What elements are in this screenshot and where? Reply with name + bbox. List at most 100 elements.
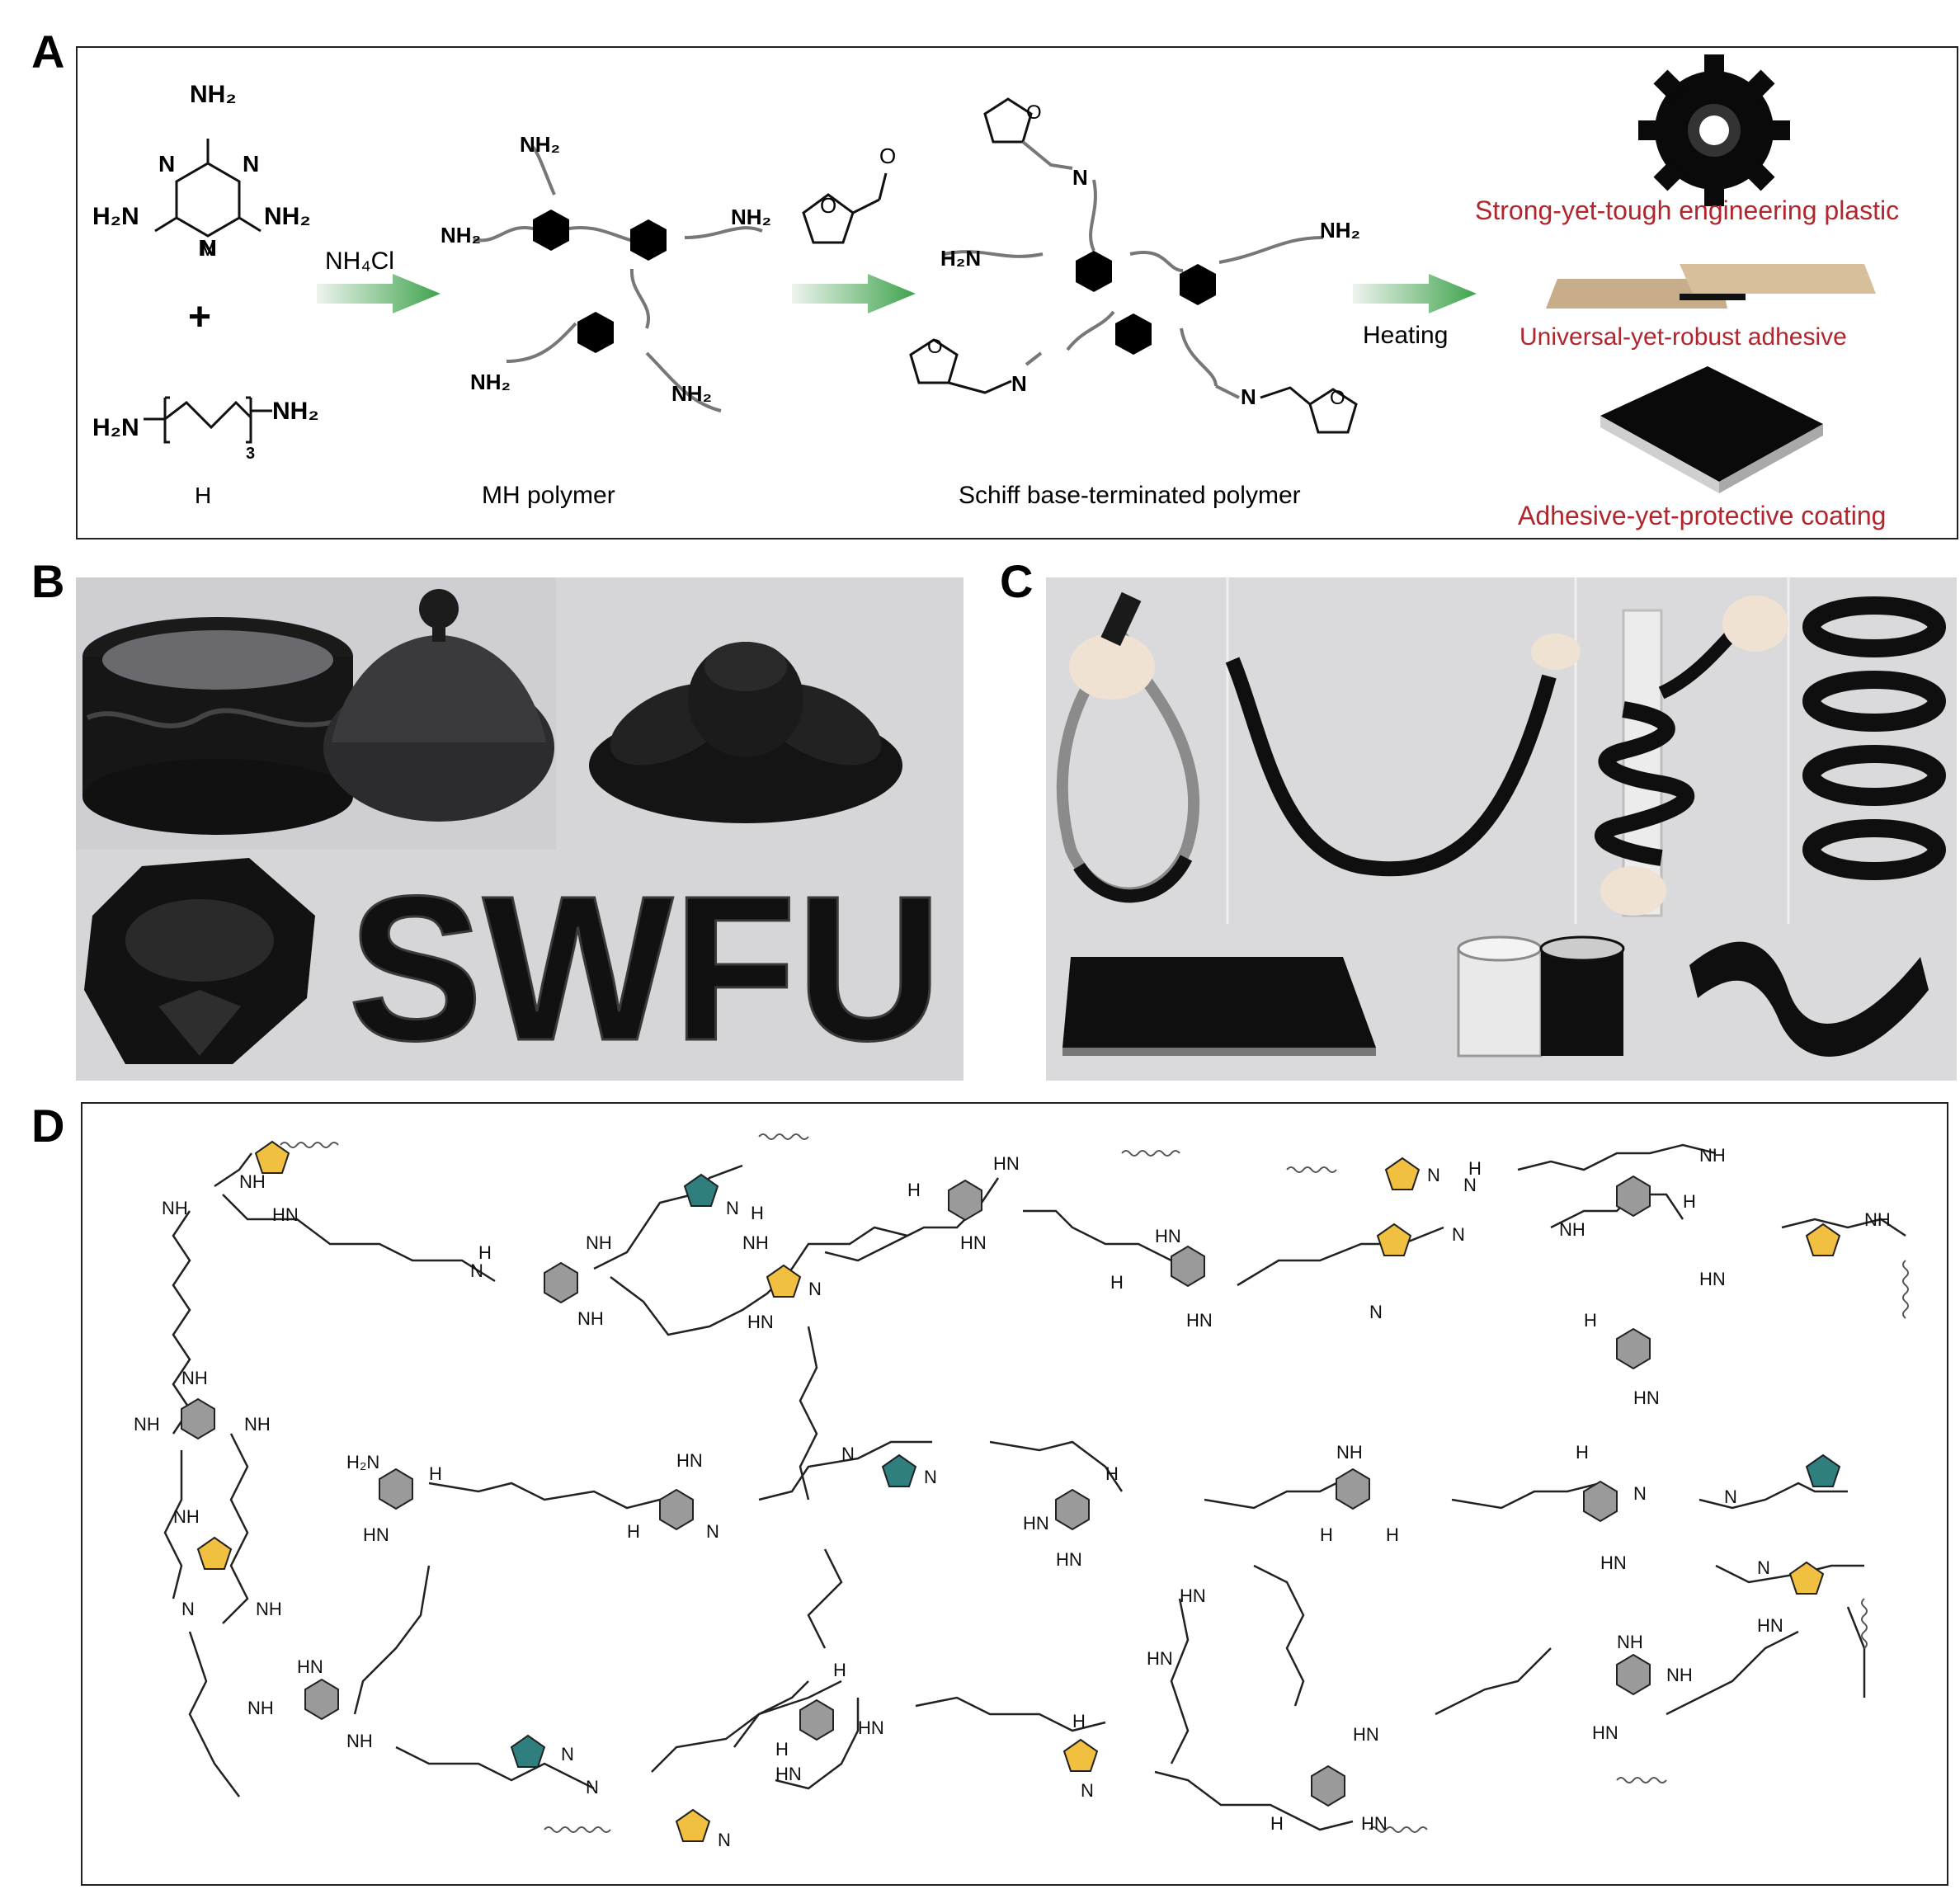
mh-nh2: NH₂ — [671, 381, 712, 406]
h-label: H — [775, 1739, 789, 1760]
h-label: H — [1386, 1524, 1399, 1545]
mh-nh2: NH₂ — [520, 132, 560, 157]
nh-label: NH — [256, 1599, 282, 1619]
h-label: H — [907, 1180, 921, 1200]
n-label: N — [718, 1830, 731, 1850]
network-labels: NH NH HN NH NH NH NH NH N H N NH NH N H … — [134, 1145, 1891, 1850]
h-label: H — [751, 1203, 764, 1223]
cups-with-film — [1457, 935, 1625, 1058]
h-label: H — [478, 1242, 492, 1263]
panel-d-frame: NH NH HN NH NH NH NH NH N H N NH NH N H … — [81, 1102, 1948, 1886]
application-coating: Adhesive-yet-protective coating — [1518, 501, 1886, 530]
h-label: H — [429, 1463, 442, 1484]
lotus-sculpture — [589, 642, 902, 823]
nh-label: NH — [239, 1171, 266, 1192]
schiff-h2n: H₂N — [940, 246, 981, 271]
plus-sign: + — [188, 295, 211, 339]
hn-label: HN — [1186, 1310, 1213, 1331]
panel-b-objects: SWFU — [76, 577, 964, 1081]
hn-label: HN — [1699, 1269, 1726, 1289]
hn-label: HN — [272, 1204, 299, 1225]
spiral-on-tube — [1595, 596, 1788, 917]
flexible-rope — [1225, 657, 1557, 877]
n-label: N — [586, 1777, 599, 1797]
hn-label: HN — [1155, 1226, 1181, 1246]
furfural-structure: O O — [802, 144, 896, 244]
melamine-n: N — [158, 151, 175, 177]
melamine-n: N — [243, 151, 259, 177]
nh-label: NH — [586, 1232, 612, 1253]
wave-sheet — [1689, 941, 1929, 1057]
n-label: N — [1463, 1175, 1477, 1195]
diamine-subscript: 3 — [246, 445, 255, 463]
panel-b-photo: SWFU — [76, 577, 964, 1081]
hn-label: HN — [993, 1153, 1020, 1174]
n-label: N — [1427, 1165, 1440, 1185]
nh-label: NH — [1864, 1209, 1891, 1230]
hn-label: HN — [1056, 1549, 1082, 1570]
hn-label: HN — [858, 1717, 884, 1738]
nh-label: NH — [1617, 1632, 1643, 1652]
step1-reagent: NH₄Cl — [325, 247, 394, 275]
reaction-arrow-2 — [792, 274, 916, 313]
hn-label: HN — [1023, 1513, 1049, 1534]
diamine-structure: H₂N NH₂ 3 H — [92, 396, 319, 508]
h-label: H — [627, 1521, 640, 1542]
diamine-nh2: NH₂ — [272, 398, 319, 425]
schiff-furan-o: O — [1026, 101, 1042, 124]
panel-label-a: A — [31, 26, 65, 78]
chain-ends — [280, 1133, 1909, 1833]
mh-polymer-name: MH polymer — [482, 482, 615, 509]
flexible-loop — [1056, 591, 1200, 903]
panel-label-d: D — [31, 1100, 65, 1152]
schiff-furan-o: O — [1330, 387, 1345, 409]
schiff-furan-o: O — [927, 336, 943, 358]
nh-label: NH — [181, 1368, 208, 1388]
panel-a-scheme: NH₂ N N N H₂N NH₂ M + H₂N NH₂ 3 H NH₄Cl … — [92, 54, 1899, 530]
triazine-rings — [181, 1175, 1651, 1807]
h-label: H — [1584, 1310, 1597, 1331]
n-label: N — [1369, 1302, 1383, 1322]
nh-label: NH — [173, 1506, 200, 1527]
n-label: N — [924, 1467, 937, 1487]
n-label: N — [841, 1444, 855, 1464]
ashtray — [84, 858, 315, 1064]
hn-label: HN — [1147, 1648, 1173, 1669]
black-spring — [1802, 596, 1946, 880]
panel-d-network: NH NH HN NH NH NH NH NH N H N NH NH N H … — [134, 1133, 1909, 1850]
application-plastic: Strong-yet-tough engineering plastic — [1475, 196, 1899, 225]
h-label: H — [1320, 1524, 1333, 1545]
hn-label: HN — [1353, 1724, 1379, 1745]
n-label: N — [808, 1279, 822, 1299]
hn-label: HN — [1633, 1388, 1660, 1408]
furfural-carbonyl-o: O — [879, 144, 896, 168]
application-adhesive: Universal-yet-robust adhesive — [1519, 323, 1847, 351]
pyrrole-rings — [196, 1140, 1841, 1842]
coating-plate-icon — [1600, 366, 1823, 493]
diamine-h2n: H₂N — [92, 414, 139, 441]
schiff-imine-n: N — [1241, 384, 1256, 409]
nh-label: NH — [244, 1414, 271, 1435]
n-label: N — [1724, 1486, 1737, 1507]
hn-label: HN — [363, 1524, 389, 1545]
nh-label: NH — [134, 1414, 160, 1435]
black-sheet — [1062, 957, 1376, 1056]
n-label: N — [1633, 1483, 1647, 1504]
mh-polymer-structure: NH₂ NH₂ NH₂ NH₂ NH₂ MH polymer — [441, 132, 771, 509]
n-label: N — [706, 1521, 719, 1542]
n-label: N — [470, 1260, 483, 1281]
mh-nh2: NH₂ — [470, 370, 511, 394]
nh-label: NH — [162, 1198, 188, 1218]
hn-label: HN — [1592, 1722, 1618, 1743]
n-label: N — [1081, 1780, 1094, 1801]
nh-label: NH — [346, 1731, 373, 1751]
panel-c-objects — [1046, 577, 1957, 1081]
furfural-ring-o: O — [820, 193, 836, 218]
n-label: N — [561, 1744, 574, 1764]
h-label: H — [1576, 1442, 1589, 1463]
n-label: N — [726, 1198, 739, 1218]
melamine-n: N — [200, 235, 216, 261]
box-lid — [323, 589, 554, 822]
n-label: N — [1452, 1224, 1465, 1245]
h-label: H — [1072, 1711, 1086, 1731]
